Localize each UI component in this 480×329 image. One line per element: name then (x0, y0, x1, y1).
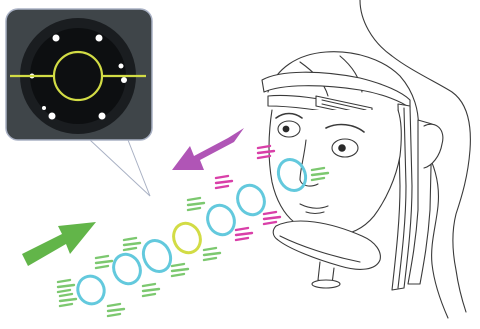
purple-arrow-icon (172, 128, 244, 170)
purple-arrow (172, 128, 244, 170)
pupil-left (283, 126, 290, 133)
chin-rest (273, 221, 380, 269)
pupil-right (338, 144, 346, 152)
ring-3 (138, 236, 175, 276)
chin-rest-base (312, 280, 340, 288)
tick-group-9 (188, 198, 204, 210)
ear (424, 124, 443, 168)
ring-5 (203, 201, 239, 239)
tick-group-12 (264, 212, 280, 224)
ring-1 (73, 272, 108, 308)
tick-group-5 (143, 284, 159, 296)
tick-group-3 (108, 304, 124, 316)
tick-group-7 (172, 264, 188, 276)
ring-2 (109, 250, 145, 288)
ring-4 (169, 219, 205, 257)
green-arrow (22, 222, 96, 266)
callout-pointer (90, 140, 150, 196)
green-arrow-icon (22, 222, 96, 266)
tick-group-4 (96, 256, 112, 268)
tick-group-11 (216, 176, 232, 188)
tick-group-6 (124, 238, 140, 250)
tick-group-2 (60, 294, 76, 306)
eye-close-up-icon (6, 9, 152, 196)
tick-group-10 (236, 228, 252, 240)
tick-group-8 (204, 248, 220, 260)
tick-group-1 (58, 280, 74, 292)
